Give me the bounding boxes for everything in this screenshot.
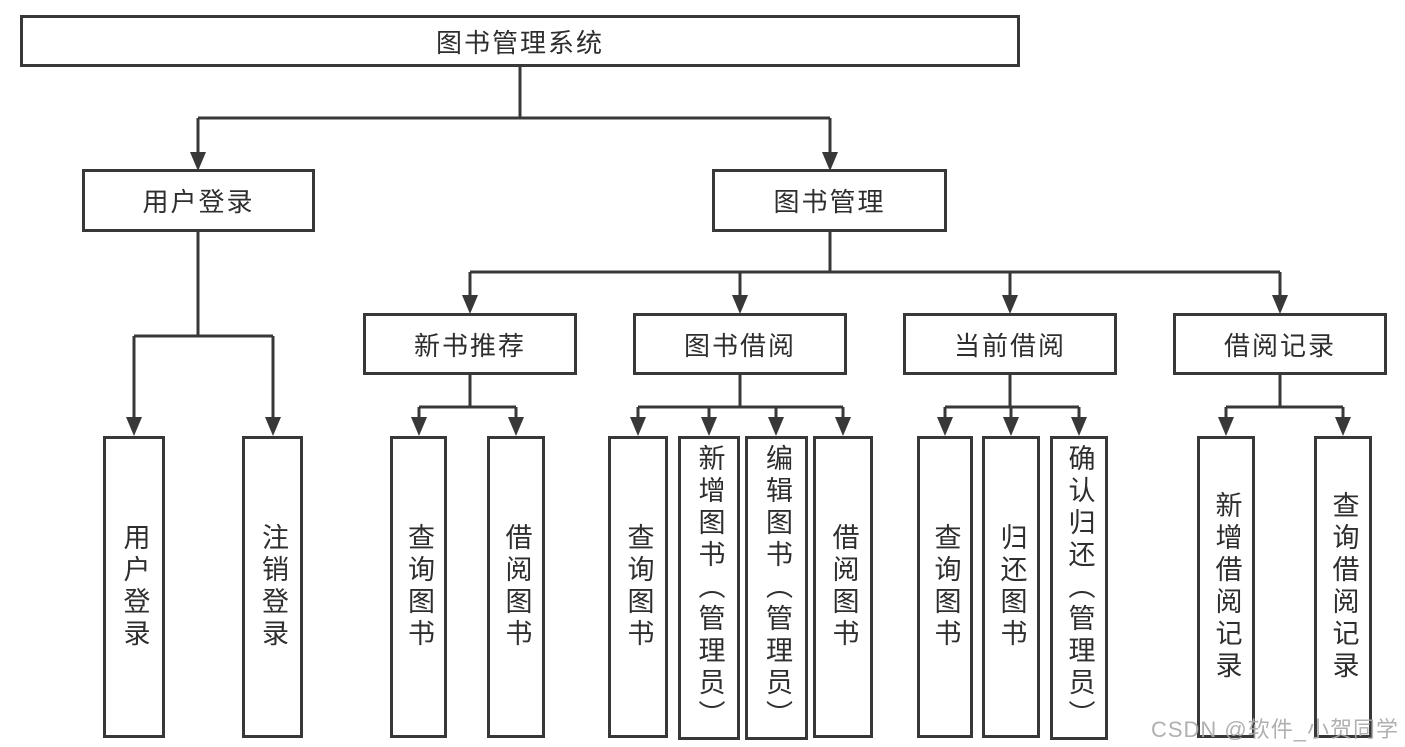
connector-borrow-record-bus [1224, 375, 1345, 422]
leaf-user-login: 用户登录 [103, 436, 165, 738]
leaf-borrow-query-books: 查询图书 [608, 436, 668, 738]
watermark: CSDN @软件_小贺同学 [1150, 717, 1399, 742]
node-current-borrow: 当前借阅 [903, 313, 1117, 375]
leaf-records-query-record: 查询借阅记录 [1314, 436, 1372, 738]
leaf-newrec-borrow-books: 借阅图书 [487, 436, 545, 738]
node-root: 图书管理系统 [20, 15, 1020, 67]
leaf-newrec-query-books: 查询图书 [390, 436, 447, 738]
connector-user-login-bus [132, 232, 275, 422]
node-user-login: 用户登录 [82, 169, 315, 232]
connector-book-mgmt-bus [468, 232, 1282, 300]
leaf-current-confirm-return-admin: 确认归还（管理员） [1050, 436, 1108, 740]
connector-root-bus [196, 67, 832, 156]
arrowheads [126, 152, 1351, 436]
node-borrow-records: 借阅记录 [1173, 313, 1387, 375]
leaf-logout: 注销登录 [242, 436, 303, 738]
leaf-records-add-record: 新增借阅记录 [1197, 436, 1255, 738]
leaf-current-return-books: 归还图书 [982, 436, 1040, 738]
leaf-current-query-books: 查询图书 [917, 436, 973, 738]
leaf-borrow-borrow-books: 借阅图书 [813, 436, 873, 738]
node-book-borrow: 图书借阅 [633, 313, 847, 375]
connector-new-book-bus [417, 375, 518, 422]
connector-book-borrow-bus [636, 375, 845, 422]
connector-current-borrow-bus [943, 375, 1081, 422]
node-new-book-recommend: 新书推荐 [363, 313, 577, 375]
leaf-borrow-add-books-admin: 新增图书（管理员） [678, 436, 740, 740]
node-book-management: 图书管理 [712, 169, 947, 232]
leaf-borrow-edit-books-admin: 编辑图书（管理员） [745, 436, 808, 740]
